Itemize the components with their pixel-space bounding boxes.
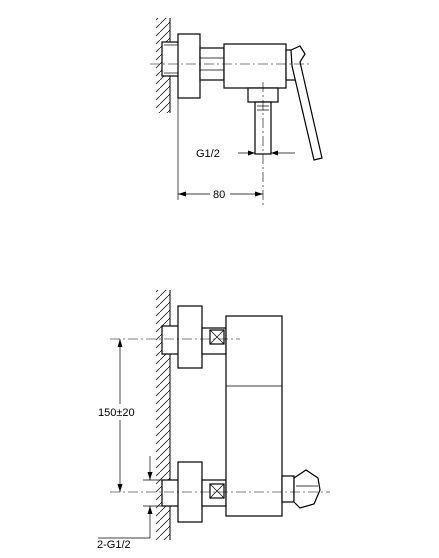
mixer-body <box>223 43 287 89</box>
top-side-view: G1/2 80 <box>150 18 323 205</box>
upper-inlet-flange <box>177 305 203 369</box>
dim-inlet-thread: 2-G1/2 <box>97 539 131 551</box>
lever-handle <box>290 45 323 161</box>
dim-thread-outlet: G1/2 <box>196 148 220 160</box>
wall-flange <box>177 33 201 99</box>
handle-hub-front <box>281 475 295 503</box>
inlet-threaded-stub <box>161 41 181 77</box>
handle-knob <box>293 469 321 509</box>
mixer-body-front <box>225 315 283 517</box>
lower-inlet-stub <box>161 479 181 507</box>
dim-center-distance: 150±20 <box>98 407 135 419</box>
bottom-front-view: 150±20 2-G1/2 <box>96 290 330 551</box>
dim-projection: 80 <box>213 189 225 201</box>
upper-inlet-stub <box>161 325 181 355</box>
